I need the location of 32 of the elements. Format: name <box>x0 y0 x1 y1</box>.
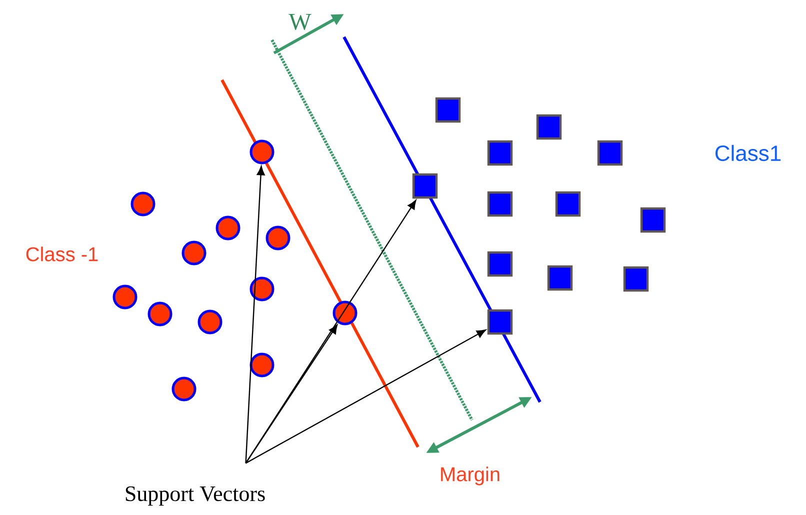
square-marker <box>487 309 513 335</box>
circle-marker <box>216 216 240 240</box>
circle-marker <box>182 240 206 266</box>
square-marker <box>435 97 461 123</box>
class-label: Class -1 <box>26 246 98 262</box>
circle-marker <box>130 192 156 216</box>
square-marker <box>640 207 666 233</box>
circle-marker <box>250 276 274 302</box>
circle-marker <box>112 284 138 310</box>
circle-marker <box>250 352 274 378</box>
leader-line <box>245 329 486 464</box>
square-marker <box>547 265 573 291</box>
square-marker <box>412 173 438 199</box>
circle-marker <box>148 302 172 326</box>
circle-marker <box>266 226 290 250</box>
circle-marker <box>198 310 222 334</box>
circle-marker <box>172 376 196 402</box>
callout-text: Support Vectors <box>126 486 265 506</box>
square-marker <box>487 251 513 277</box>
square-marker <box>536 114 562 140</box>
class-label: Class1 <box>716 144 781 162</box>
square-marker <box>597 140 623 166</box>
circle-marker <box>332 300 358 326</box>
circle-marker <box>250 140 274 164</box>
margin-label: Margin <box>441 466 500 486</box>
square-marker <box>623 266 649 292</box>
square-marker <box>555 191 581 217</box>
w-label: W <box>288 14 312 30</box>
leader-line <box>245 324 338 464</box>
square-marker <box>487 191 513 217</box>
square-marker <box>487 140 513 166</box>
leader-line <box>245 166 265 464</box>
